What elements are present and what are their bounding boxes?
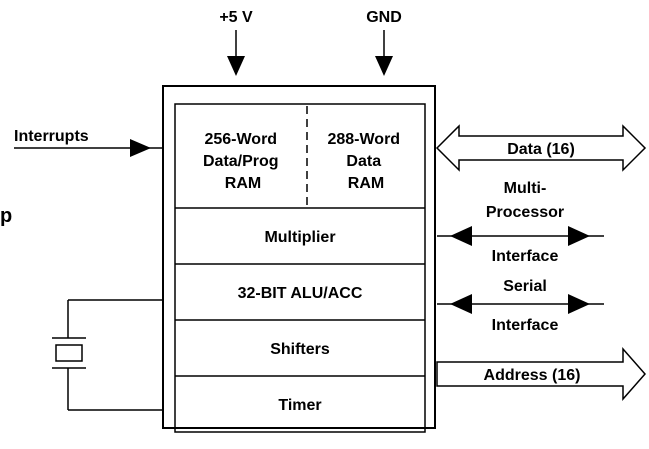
- multiprocessor-label-line3: Interface: [492, 248, 559, 265]
- alu-label: 32-BIT ALU/ACC: [238, 285, 363, 302]
- multiprocessor-arrow-right: [568, 226, 590, 246]
- chip-outline: [162, 85, 436, 429]
- timer-label: Timer: [278, 397, 321, 414]
- interrupts-label: Interrupts: [14, 128, 89, 145]
- left-fragment: p: [0, 205, 12, 227]
- vcc-label: +5 V: [219, 9, 253, 26]
- multiprocessor-label-line2: Processor: [486, 204, 564, 221]
- gnd-label: GND: [366, 9, 402, 26]
- interrupts-arrow: [130, 139, 151, 157]
- address-bus-label: Address (16): [484, 367, 581, 384]
- data-bus-arrow: [435, 124, 647, 172]
- serial-arrow-right: [568, 294, 590, 314]
- multiprocessor-label-line1: Multi-: [504, 180, 547, 197]
- multiplier-label: Multiplier: [264, 229, 335, 246]
- vcc-arrow: [227, 56, 245, 76]
- inner-block-stack: [174, 103, 426, 433]
- ram1-label: 256-Word Data/Prog RAM: [203, 131, 283, 192]
- serial-arrow-left: [450, 294, 472, 314]
- crystal-body: [55, 344, 83, 362]
- shifters-label: Shifters: [270, 341, 330, 358]
- gnd-arrow: [375, 56, 393, 76]
- address-bus-arrow: [436, 347, 646, 401]
- multiprocessor-arrow-left: [450, 226, 472, 246]
- data-bus-label: Data (16): [507, 141, 575, 158]
- serial-label-line2: Interface: [492, 317, 559, 334]
- serial-label-line1: Serial: [503, 278, 547, 295]
- ram2-label: 288-Word Data RAM: [327, 131, 404, 192]
